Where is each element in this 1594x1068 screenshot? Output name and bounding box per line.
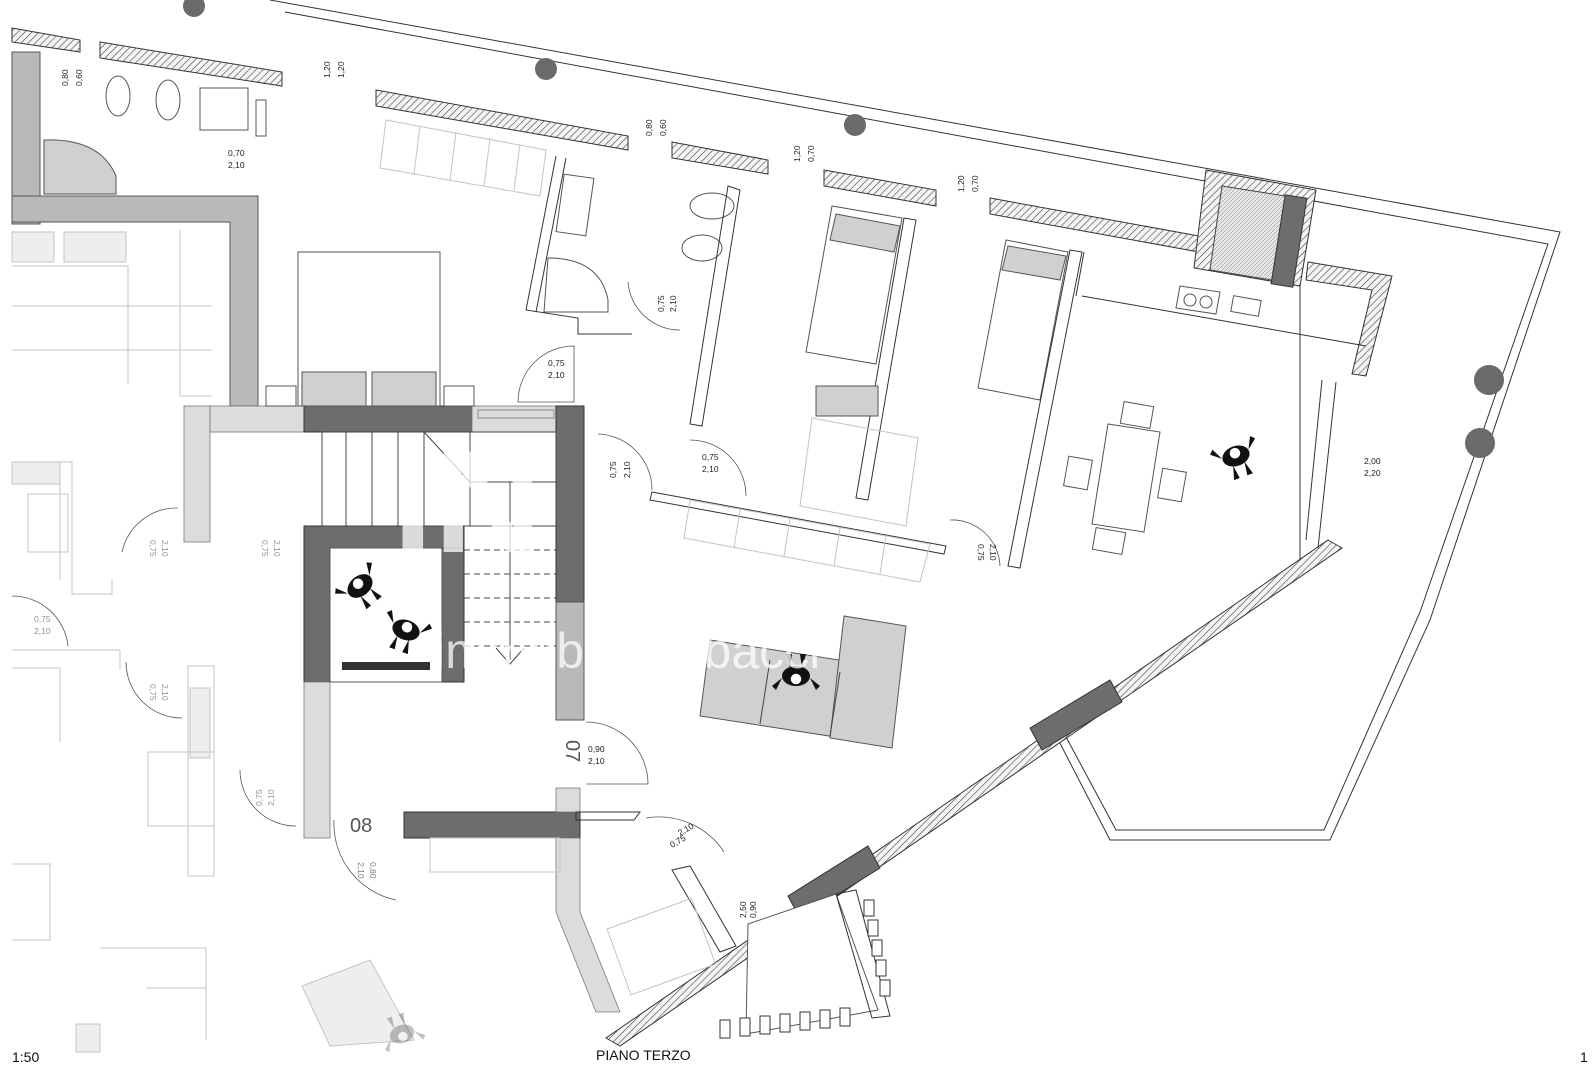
dimension-label: 0,80 <box>368 862 378 879</box>
small-bedrooms <box>649 205 1083 583</box>
dimension-label: 0,80 <box>60 69 70 86</box>
dimension-label: 0,60 <box>74 69 84 86</box>
dimension-label: 2,10 <box>702 464 719 474</box>
dimension-label: 1,20 <box>792 145 802 162</box>
scale-label: 1:50 <box>12 1049 39 1065</box>
room-number-07: 07 <box>561 740 583 762</box>
tree-dot-icon <box>1474 365 1504 395</box>
bedroom <box>265 119 547 407</box>
tree-dot-icon <box>183 0 205 17</box>
dimension-label: 0,80 <box>644 119 654 136</box>
dimension-label: 0,75 <box>148 684 158 701</box>
watermark-logo: iN <box>392 416 542 584</box>
west-neighbour <box>11 230 561 1053</box>
dimension-label: 2,10 <box>272 540 282 557</box>
floor-label: PIANO TERZO <box>596 1047 691 1063</box>
dimension-label: 2,00 <box>1364 456 1381 466</box>
dimension-label: 2,10 <box>356 862 366 879</box>
page-mark: 1 <box>1580 1049 1588 1065</box>
stair-arrow-icon <box>495 647 525 665</box>
dimension-label: 0,75 <box>656 295 666 312</box>
west-walls <box>11 51 307 543</box>
dimension-label: 1,20 <box>322 61 332 78</box>
dimension-label: 2,10 <box>988 544 998 561</box>
south-balcony <box>301 811 891 1047</box>
dimension-label: 0,70 <box>228 148 245 158</box>
person-figure-icon <box>1207 433 1267 486</box>
central-bathroom <box>525 155 741 427</box>
dimension-label: 2,10 <box>266 789 276 806</box>
dimension-label: 0,75 <box>548 358 565 368</box>
dimension-label: 0,75 <box>702 452 719 462</box>
tree-dot-icon <box>844 114 866 136</box>
dimension-label: 0,70 <box>806 145 816 162</box>
dimension-label: 2,50 <box>738 901 748 918</box>
dimension-label: 0,70 <box>970 175 980 192</box>
stair-core <box>303 405 621 1013</box>
west-bathroom <box>43 75 267 195</box>
dimension-label: 0,75 <box>34 614 51 624</box>
watermark-tagline: immobiliare bacci <box>434 623 820 679</box>
dimension-label: 0,60 <box>658 119 668 136</box>
dimension-label: 2,10 <box>548 370 565 380</box>
dimension-label: 0,75 <box>254 789 264 806</box>
dimension-label: 0,75 <box>260 540 270 557</box>
dimension-label: 2,10 <box>588 756 605 766</box>
tree-dots <box>183 0 1504 458</box>
dimension-label: 0,90 <box>588 744 605 754</box>
staircase <box>321 409 557 665</box>
dimension-label: 2,10 <box>160 540 170 557</box>
room-number-08: 08 <box>350 815 372 837</box>
dimension-label: 0,90 <box>748 901 758 918</box>
north-facade <box>11 27 1393 377</box>
dimension-label: 0,75 <box>608 461 618 478</box>
dimension-label: 2,10 <box>668 295 678 312</box>
tree-dot-icon <box>535 58 557 80</box>
dimension-label: 0,75 <box>148 540 158 557</box>
dimension-label: 2,10 <box>622 461 632 478</box>
dimension-label: 2,10 <box>160 684 170 701</box>
dimension-label: 2,20 <box>1364 468 1381 478</box>
tree-dot-icon <box>1465 428 1495 458</box>
door-swings <box>11 281 1001 901</box>
dimension-label: 1,20 <box>336 61 346 78</box>
dimension-label: 2,10 <box>34 626 51 636</box>
dimension-label: 1,20 <box>956 175 966 192</box>
dimension-label: 2,10 <box>228 160 245 170</box>
dimension-label: 0,75 <box>976 544 986 561</box>
